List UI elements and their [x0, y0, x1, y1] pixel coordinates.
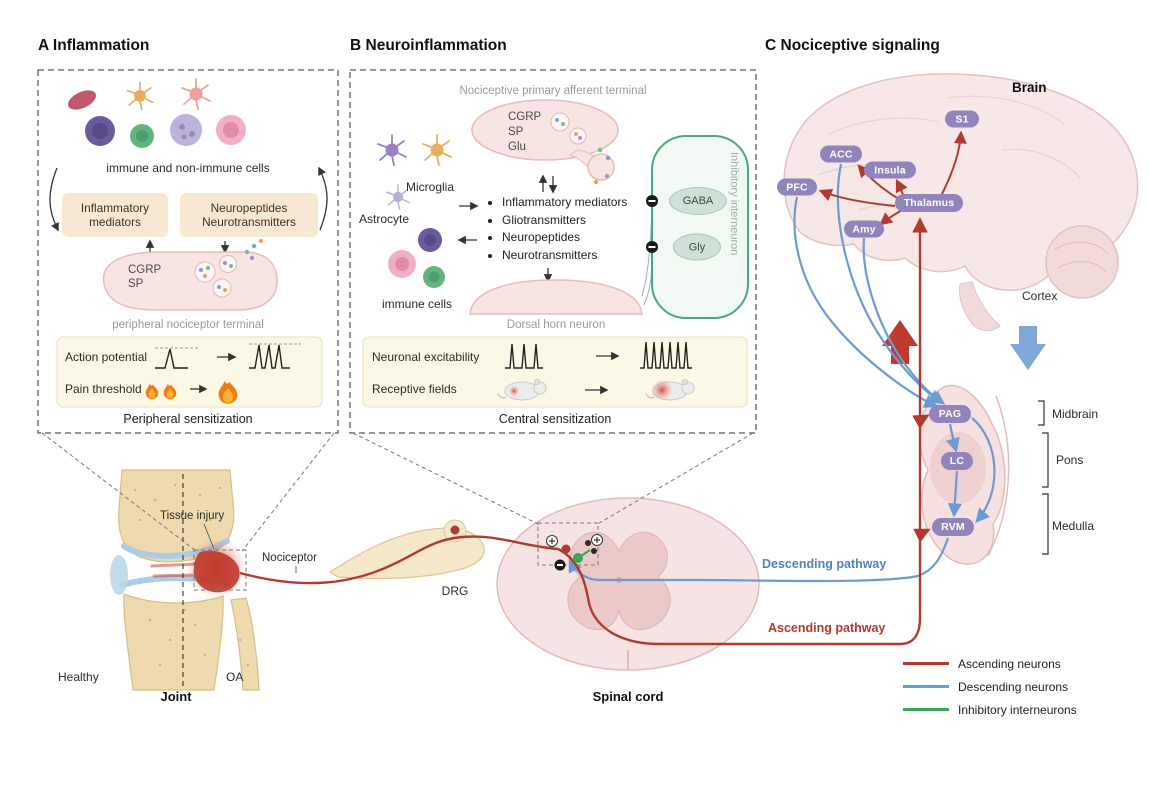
- panel-c-title: C Nociceptive signaling: [765, 37, 940, 54]
- cgrp-text: CGRP: [128, 264, 162, 276]
- sp-text: SP: [128, 278, 144, 291]
- spinal-cord-label: Spinal cord: [592, 689, 664, 704]
- brain-label: Brain: [1012, 80, 1047, 95]
- brain-node-acc: ACC: [820, 145, 862, 163]
- peripheral-terminal-label: peripheral nociceptor terminal: [112, 319, 264, 331]
- inhibitory-interneurons-swatch: [903, 708, 949, 711]
- brain-node-s1: S1: [945, 110, 979, 128]
- legend-item-inhibitory: Inhibitory interneurons: [903, 698, 1077, 721]
- microglia-label: Microglia: [405, 180, 455, 194]
- drg-label: DRG: [441, 584, 469, 598]
- ascending-pathway-label: Ascending pathway: [768, 621, 886, 635]
- tissue-injury-label: Tissue injury: [160, 510, 225, 522]
- panel-b-title: B Neuroinflammation: [350, 37, 507, 54]
- dorsal-horn-synapse: [546, 534, 603, 571]
- afferent-terminal-label: Nociceptive primary afferent terminal: [459, 85, 647, 97]
- panel-b-art: [377, 99, 749, 401]
- descending-block-arrow: [1010, 326, 1046, 370]
- cgrp-sp-glu-label: CGRP SP Glu: [508, 110, 541, 155]
- oa-label: OA: [226, 670, 244, 684]
- action-potential-label: Action potential: [65, 350, 148, 364]
- bullet-item: Neurotransmitters: [502, 247, 627, 265]
- joint-label: Joint: [160, 689, 192, 704]
- legend-label-descending: Descending neurons: [958, 679, 1069, 694]
- brainstem-node-pag: PAG: [929, 405, 971, 423]
- sp-text-b: SP: [508, 126, 524, 138]
- brainstem-node-lc: LC: [941, 452, 973, 470]
- legend-item-ascending: Ascending neurons: [903, 652, 1077, 675]
- brain-node-amy: Amy: [844, 220, 884, 238]
- panel-a-title: A Inflammation: [38, 37, 150, 54]
- neuropeptides-box: Neuropeptides Neurotransmitters: [180, 193, 318, 237]
- cortex-label: Cortex: [1022, 289, 1058, 303]
- immune-cells-label-b: immune cells: [381, 297, 453, 311]
- medulla-label: Medulla: [1052, 519, 1095, 533]
- neuronal-excitability-label: Neuronal excitability: [372, 350, 480, 364]
- midbrain-label: Midbrain: [1052, 407, 1099, 421]
- legend-item-descending: Descending neurons: [903, 675, 1077, 698]
- legend-label-inhibitory: Inhibitory interneurons: [958, 702, 1077, 717]
- brain-node-thalamus: Thalamus: [895, 194, 963, 212]
- panel-borders: [37, 69, 757, 434]
- brain-node-insula: Insula: [864, 161, 916, 179]
- neurotransmitters-line: Neurotransmitters: [202, 215, 296, 229]
- brain-node-pfc: PFC: [777, 178, 817, 196]
- central-sensitization-caption: Central sensitization: [498, 412, 612, 426]
- brainstem-brackets: [1038, 400, 1049, 555]
- bullet-item: Gliotransmitters: [502, 212, 627, 230]
- pons-label: Pons: [1056, 453, 1084, 467]
- astrocyte-label: Astrocyte: [358, 212, 410, 226]
- bullet-item: Inflammatory mediators: [502, 194, 627, 212]
- ascending-neurons-swatch: [903, 662, 949, 665]
- healthy-label: Healthy: [58, 670, 99, 684]
- pain-threshold-label: Pain threshold: [65, 382, 142, 396]
- joint-illustration: [110, 469, 297, 691]
- mediator-bullet-list: Inflammatory mediators Gliotransmitters …: [487, 194, 627, 264]
- descending-neurons-swatch: [903, 685, 949, 688]
- panel-a-art: [49, 78, 328, 404]
- cgrp-sp-label: CGRP SP: [128, 263, 161, 292]
- ascending-pathways: [239, 130, 967, 646]
- descending-pathway-label: Descending pathway: [762, 557, 887, 571]
- dorsal-horn-label: Dorsal horn neuron: [506, 319, 606, 331]
- inflammatory-mediators-box: Inflammatory mediators: [80, 201, 150, 229]
- receptive-fields-label: Receptive fields: [372, 382, 457, 396]
- brainstem-node-rvm: RVM: [932, 518, 974, 536]
- nociceptor-label: Nociceptor: [262, 552, 317, 564]
- neuropeptides-line: Neuropeptides: [210, 201, 288, 215]
- legend-label-ascending: Ascending neurons: [958, 656, 1061, 671]
- pathway-legend: Ascending neurons Descending neurons Inh…: [903, 652, 1077, 721]
- spinal-cord-illustration: [496, 497, 760, 671]
- immune-cells-label: immune and non-immune cells: [106, 161, 270, 175]
- bullet-item: Neuropeptides: [502, 229, 627, 247]
- peripheral-sensitization-caption: Peripheral sensitization: [123, 412, 253, 426]
- gly-node: Gly: [673, 233, 721, 261]
- cgrp-text-b: CGRP: [508, 111, 542, 123]
- inhibitory-interneuron-label: Inhibitory interneuron: [728, 152, 740, 256]
- gaba-node: GABA: [669, 187, 727, 215]
- drg-illustration: [328, 519, 485, 580]
- glu-text-b: Glu: [508, 141, 526, 153]
